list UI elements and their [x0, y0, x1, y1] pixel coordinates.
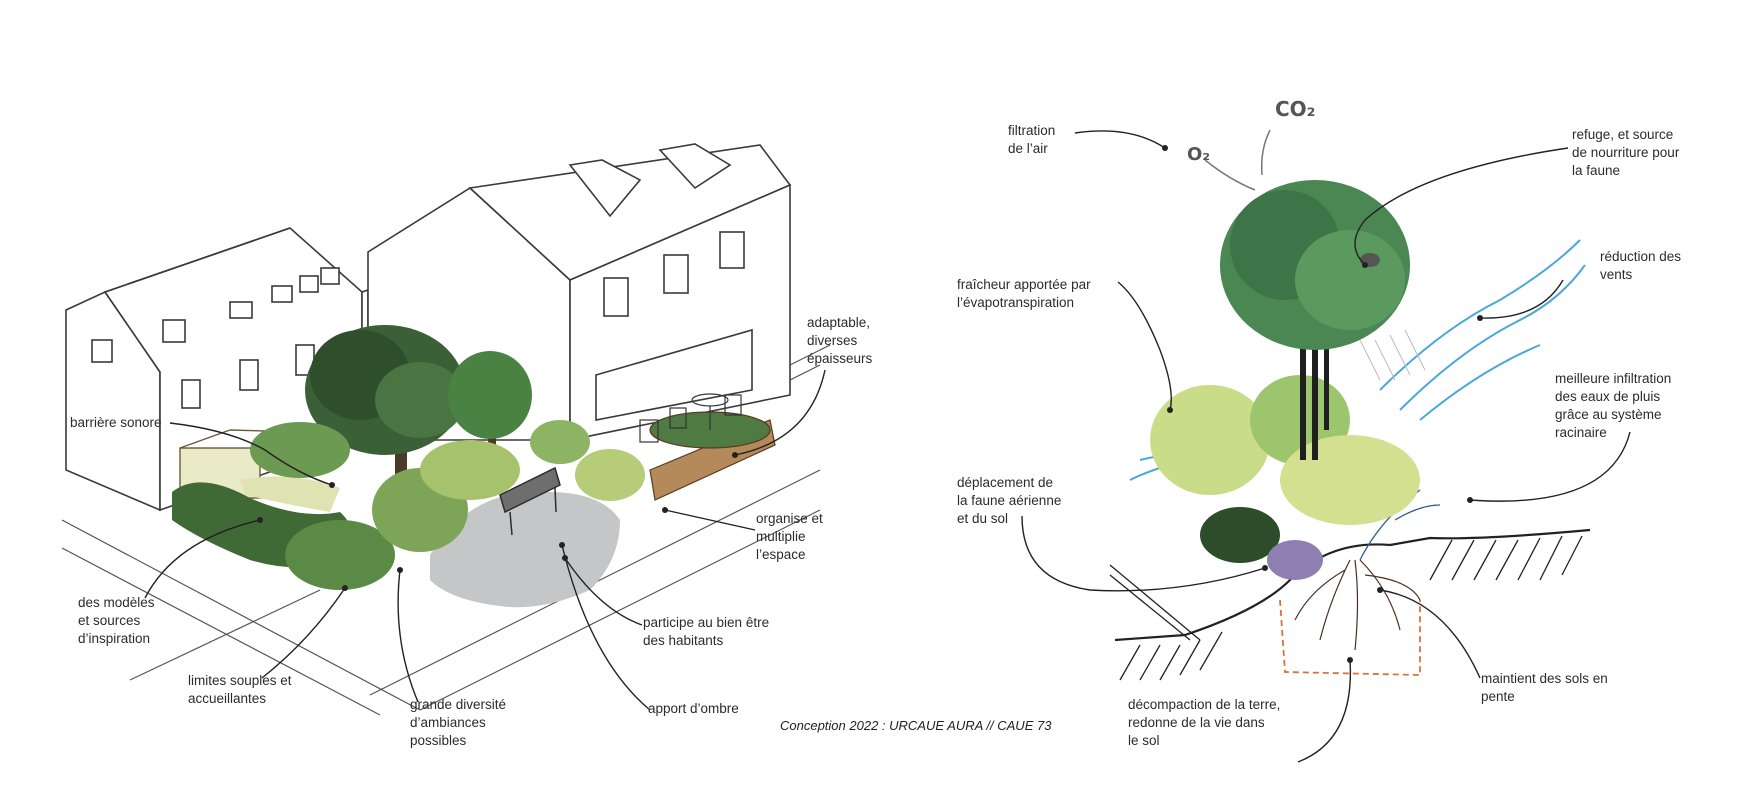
root-zone [1279, 599, 1421, 676]
label-line: la faune aérienne [957, 493, 1062, 508]
lawn [240, 476, 340, 512]
shrub-light [1150, 385, 1270, 495]
label-line: réduction des [1600, 249, 1682, 264]
label-line: pente [1481, 689, 1515, 704]
label-line: multiplie [756, 529, 806, 544]
label-line: participe au bien être [643, 615, 770, 630]
label-line: grâce au système [1555, 407, 1662, 422]
label-line: l’espace [756, 547, 806, 562]
label-line: d’inspiration [78, 631, 151, 646]
label-line: grande diversité [410, 697, 507, 712]
label-line: la faune [1572, 163, 1621, 178]
leader-dots-left [257, 452, 738, 591]
label-line: de l’air [1008, 141, 1048, 156]
label-line: décompaction de la terre, [1128, 697, 1281, 712]
gas-arrows [1204, 129, 1271, 191]
label-line: le sol [1128, 733, 1160, 748]
soil-hatching [1119, 535, 1583, 681]
shrub [575, 449, 645, 501]
label-line: d’ambiances [410, 715, 486, 730]
label-line: refuge, et source [1572, 127, 1674, 142]
label-limites: limites souples et accueillantes [188, 672, 292, 708]
label-modeles: des modèles et sources d’inspiration [78, 594, 155, 648]
label-organise: organise et multiplie l’espace [756, 510, 823, 564]
shrub [250, 422, 350, 478]
leader-dots-right [1162, 145, 1483, 663]
ground-line [1114, 528, 1591, 642]
shade-area [430, 491, 620, 608]
label-line: redonne de la vie dans [1128, 715, 1265, 730]
roots [1294, 559, 1421, 651]
label-line: des habitants [643, 633, 724, 648]
label-line: de nourriture pour [1572, 145, 1680, 160]
label-deplacement: déplacement de la faune aérienne et du s… [957, 474, 1061, 528]
label-line: maintient des sols en [1481, 671, 1608, 686]
leader-lines-left [144, 369, 826, 711]
lavender [1267, 540, 1323, 580]
label-ombre: apport d’ombre [648, 700, 739, 718]
label-decompaction: décompaction de la terre, redonne de la … [1128, 696, 1280, 750]
label-line: fraîcheur apportée par [957, 277, 1091, 292]
label-line: apport d’ombre [648, 701, 739, 716]
shrub [285, 520, 395, 590]
shrub-dark [1200, 507, 1280, 563]
label-refuge: refuge, et source de nourriture pour la … [1572, 126, 1679, 180]
o2-label: O₂ [1187, 144, 1210, 165]
bench [499, 466, 561, 536]
shrub [530, 420, 590, 464]
co2-label: CO₂ [1275, 97, 1315, 121]
label-line: adaptable, [807, 315, 871, 330]
label-adaptable: adaptable, diverses épaisseurs [807, 314, 872, 368]
label-line: organise et [756, 511, 823, 526]
label-line: vents [1600, 267, 1633, 282]
label-line: meilleure infiltration [1555, 371, 1672, 386]
label-bien-etre: participe au bien être des habitants [643, 614, 769, 650]
credit-text: Conception 2022 : URCAUE AURA // CAUE 73 [780, 718, 1052, 733]
label-line: diverses [807, 333, 858, 348]
label-diversite: grande diversité d’ambiances possibles [410, 696, 506, 750]
leader-lines-right [1021, 130, 1631, 763]
rain-lines [1359, 329, 1426, 381]
label-infiltration: meilleure infiltration des eaux de pluis… [1555, 370, 1671, 442]
label-line: filtration [1008, 123, 1056, 138]
label-line: possibles [410, 733, 467, 748]
label-line: limites souples et [188, 673, 292, 688]
label-maintient: maintient des sols en pente [1481, 670, 1608, 706]
label-line: des modèles [78, 595, 155, 610]
label-line: des eaux de pluis [1555, 389, 1661, 404]
label-line: l’évapotranspiration [957, 295, 1075, 310]
wall-edge [1109, 564, 1201, 641]
label-line: épaisseurs [807, 351, 873, 366]
label-line: accueillantes [188, 691, 267, 706]
label-vents: réduction des vents [1600, 248, 1681, 284]
big-tree [305, 325, 465, 500]
label-line: racinaire [1555, 425, 1607, 440]
label-fraicheur: fraîcheur apportée par l’évapotranspirat… [957, 276, 1091, 312]
label-line: et du sol [957, 511, 1009, 526]
label-barriere-sonore: barrière sonore [70, 414, 162, 432]
label-line: déplacement de [957, 475, 1054, 490]
planter-box [649, 411, 776, 501]
label-line: et sources [78, 613, 141, 628]
label-line: barrière sonore [70, 415, 162, 430]
terrace-chairs [639, 393, 742, 443]
shrub [420, 440, 520, 500]
label-filtration: filtration de l’air [1008, 122, 1055, 158]
